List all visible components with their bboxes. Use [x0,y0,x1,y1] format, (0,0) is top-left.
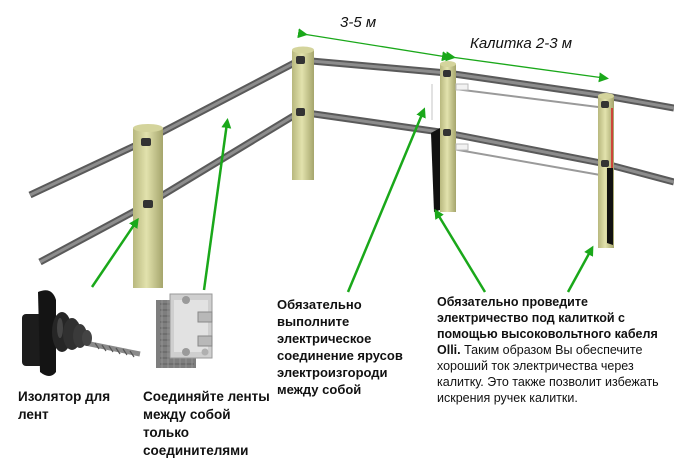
caption-gate-cable-text: Таким образом Вы обеспечите хороший ток … [437,343,659,405]
fence-post-1 [133,124,163,288]
caption-tier-connection: Обязательно выполните электрическое соед… [277,297,403,397]
upper-tape [28,56,674,199]
dimension-span-arrow [297,28,452,62]
lower-tape [38,108,674,266]
insulator-icon [22,290,141,376]
gate-wires [431,84,607,177]
fence-post-3 [431,61,469,212]
dimension-gate-label: Калитка 2-3 м [470,35,573,52]
pointer-arrows [90,107,594,293]
fence-post-2 [292,46,314,180]
dimension-gate-arrow [445,51,609,83]
caption-gate-cable-bold: Обязательно проведите электричество под … [437,295,658,357]
connector-icon [156,293,213,368]
caption-connectors: Соединяйте ленты между собой только соед… [143,389,270,458]
dimension-span-label: 3-5 м [340,14,377,31]
fence-post-4 [598,93,614,248]
caption-insulator: Изолятор для лент [18,389,111,422]
caption-gate-cable: Обязательно проведите электричество под … [437,294,667,406]
